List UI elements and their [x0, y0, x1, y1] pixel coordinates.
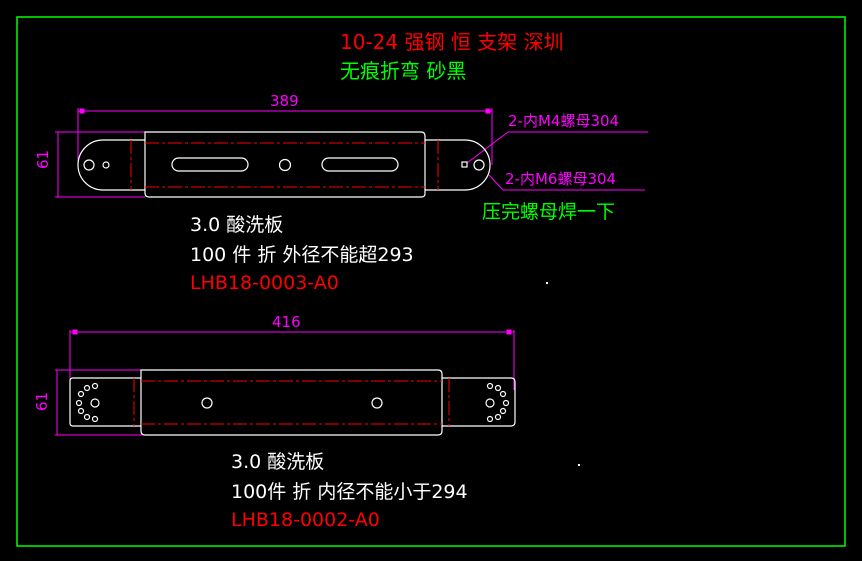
drawing-border — [16, 16, 846, 547]
part1-drawing — [55, 108, 648, 198]
part1-bend-lines — [130, 140, 439, 190]
part1-dimension-lines — [55, 108, 648, 198]
part2-material: 3.0 酸洗板 — [231, 451, 325, 473]
part2-outline — [69, 369, 516, 436]
header-title: 10-24 强钢 恒 支架 深圳 — [340, 30, 564, 54]
part1-width-dim: 61 — [34, 149, 53, 170]
part2-part-number: LHB18-0002-A0 — [231, 509, 380, 531]
part1-note-m4: 2-内M4螺母304 — [508, 112, 620, 130]
part2-spec: 100件 折 内径不能小于294 — [231, 481, 468, 503]
part1-note-m6: 2-内M6螺母304 — [505, 170, 617, 188]
part1-outline — [77, 131, 491, 198]
part2-drawing — [55, 329, 516, 436]
part2-length-dim: 416 — [272, 313, 301, 331]
part1-part-number: LHB18-0003-A0 — [190, 272, 339, 294]
part2-dimension-lines — [55, 329, 515, 436]
part1-note-weld: 压完螺母焊一下 — [482, 201, 616, 223]
part1-material: 3.0 酸洗板 — [190, 214, 284, 236]
stray-points — [546, 282, 580, 466]
part1-spec: 100 件 折 外径不能超293 — [190, 244, 414, 266]
part1-length-dim: 389 — [270, 92, 299, 110]
header-subtitle: 无痕折弯 砂黑 — [340, 59, 467, 83]
part2-bend-lines — [133, 378, 450, 426]
part2-width-dim: 61 — [33, 391, 52, 412]
